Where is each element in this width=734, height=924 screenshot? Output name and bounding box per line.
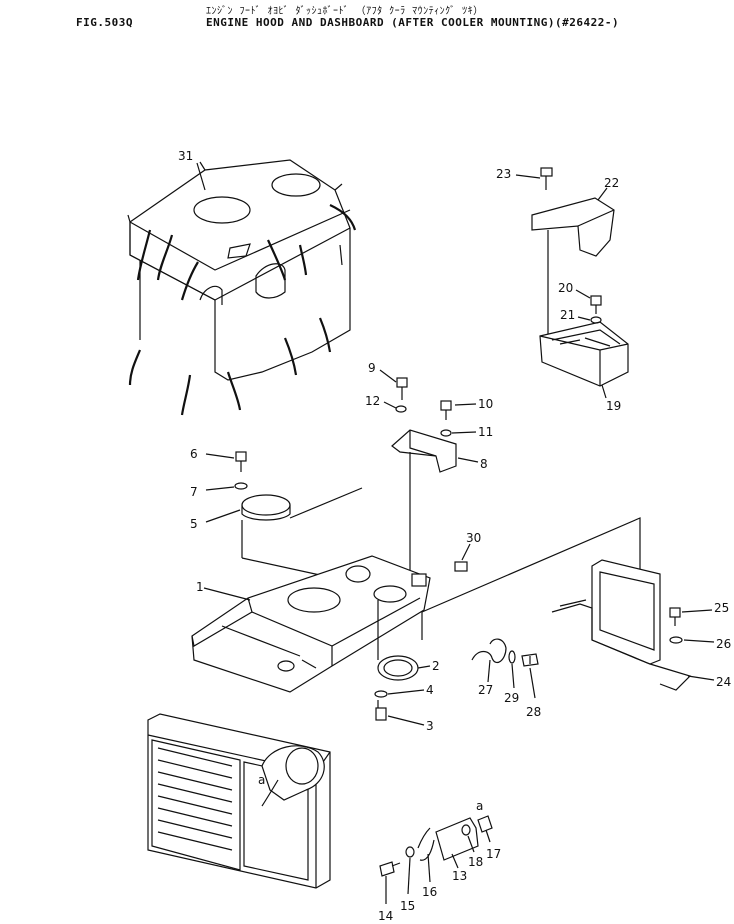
callout-23: 23 xyxy=(496,167,511,181)
callout-3: 3 xyxy=(426,719,434,733)
clip-part-30 xyxy=(454,561,468,572)
cap-assembly xyxy=(234,451,363,583)
side-panel-assembly xyxy=(551,559,692,691)
japanese-title: ｴﾝｼﾞﾝ ﾌｰﾄﾞ ｵﾖﾋﾞ ﾀﾞｯｼｭﾎﾞｰﾄﾞ （ｱﾌﾀ ｸｰﾗ ﾏｳﾝﾃ… xyxy=(206,6,484,17)
callout-1: 1 xyxy=(196,580,204,594)
callout-7: 7 xyxy=(190,485,198,499)
callout-26: 26 xyxy=(716,637,731,651)
figure-number: FIG.503Q xyxy=(76,16,133,29)
dashboard-cover-assembly xyxy=(531,167,629,387)
reference-mark-a-cooler: a xyxy=(258,773,265,787)
callout-24: 24 xyxy=(716,675,731,689)
callout-15: 15 xyxy=(400,899,415,913)
reference-mark-a-bracket: a xyxy=(476,799,483,813)
callout-20: 20 xyxy=(558,281,573,295)
lower-bracket-assembly xyxy=(379,815,493,877)
callout-12: 12 xyxy=(365,394,380,408)
ring-assembly xyxy=(374,655,419,721)
dashboard-panel xyxy=(191,517,641,693)
callout-25: 25 xyxy=(714,601,729,615)
callout-30: 30 xyxy=(466,531,481,545)
hook-assembly xyxy=(471,638,539,667)
callout-21: 21 xyxy=(560,308,575,322)
callout-2: 2 xyxy=(432,659,440,673)
leader-31 xyxy=(196,162,206,191)
callout-14: 14 xyxy=(378,909,393,923)
callout-6: 6 xyxy=(190,447,198,461)
callout-8: 8 xyxy=(480,457,488,471)
callout-27: 27 xyxy=(478,683,493,697)
engine-hood-assembly xyxy=(127,159,357,416)
callout-19: 19 xyxy=(606,399,621,413)
callout-29: 29 xyxy=(504,691,519,705)
callout-31: 31 xyxy=(178,149,193,163)
callout-11: 11 xyxy=(478,425,493,439)
callout-10: 10 xyxy=(478,397,493,411)
diagram-title: ENGINE HOOD AND DASHBOARD (AFTER COOLER … xyxy=(206,16,620,29)
callout-4: 4 xyxy=(426,683,434,697)
callout-18: 18 xyxy=(468,855,483,869)
callout-17: 17 xyxy=(486,847,501,861)
callout-16: 16 xyxy=(422,885,437,899)
bracket-assembly xyxy=(391,377,457,580)
callout-9: 9 xyxy=(368,361,376,375)
after-cooler-unit xyxy=(147,713,331,889)
callout-13: 13 xyxy=(452,869,467,883)
callout-5: 5 xyxy=(190,517,198,531)
callout-28: 28 xyxy=(526,705,541,719)
callout-22: 22 xyxy=(604,176,619,190)
